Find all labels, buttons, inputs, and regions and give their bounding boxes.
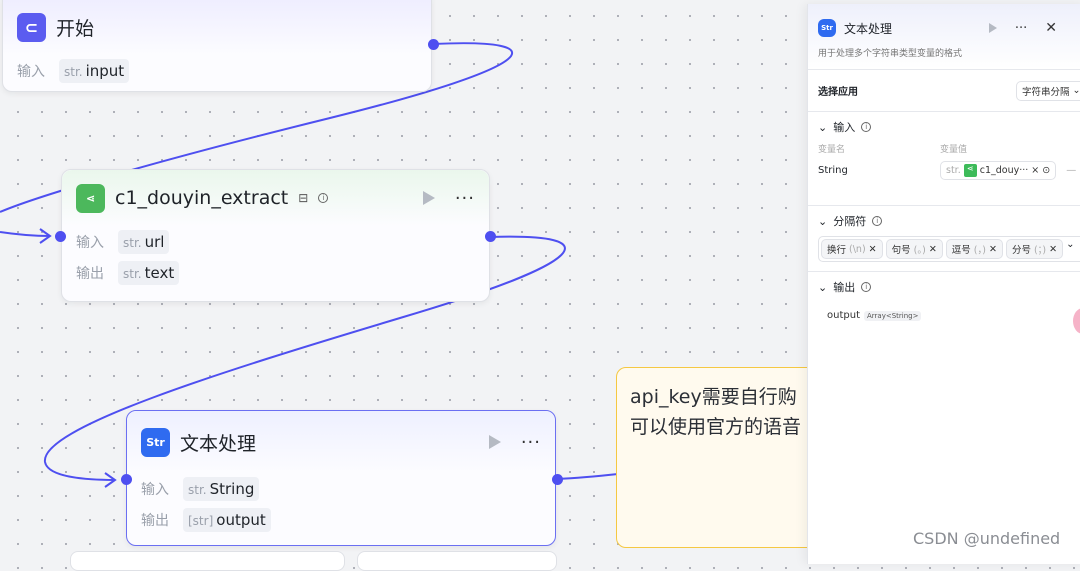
info-icon[interactable]: i	[861, 122, 872, 132]
separator-chip[interactable]: 句号(。)✕	[885, 239, 943, 259]
output-section-title: 输出	[833, 281, 856, 294]
separator-chip[interactable]: 逗号(，)✕	[945, 239, 1003, 259]
separator-select[interactable]: 换行(\n)✕ 句号(。)✕ 逗号(，)✕ 分号(；)✕ ⌄	[818, 236, 1080, 262]
edge-textproc-to-next	[556, 473, 619, 480]
output-label: 输出	[76, 265, 104, 282]
separator-chip[interactable]: 分号(；)✕	[1005, 239, 1064, 259]
chevron-down-icon[interactable]: ⌄	[818, 120, 828, 134]
close-icon[interactable]: ✕	[1045, 20, 1057, 36]
textproc-output-port[interactable]	[552, 474, 563, 485]
extract-output-port[interactable]	[485, 231, 496, 242]
arrow-head-icon	[104, 472, 117, 488]
edge-into-extract	[0, 231, 51, 237]
partial-node	[70, 551, 345, 571]
input-tag: str.url	[118, 229, 170, 254]
output-type-tag: Array<String>	[863, 310, 922, 321]
more-button[interactable]: ···	[520, 431, 541, 453]
chevron-down-icon[interactable]: ⌄	[1066, 239, 1075, 250]
info-icon[interactable]: i	[861, 282, 872, 292]
plugin-icon: ⋖	[963, 163, 977, 177]
extract-input-port[interactable]	[55, 231, 66, 242]
node-config-panel: Str 文本处理 ··· ✕ 用于处理多个字符串类型变量的格式 选择应用 字符串…	[807, 4, 1080, 564]
floating-button[interactable]	[1073, 308, 1080, 334]
node-title: c1_douyin_extract	[115, 187, 289, 209]
input-section-title: 输入	[833, 121, 856, 134]
info-icon[interactable]: i	[318, 193, 329, 203]
arrow-head-icon	[39, 228, 52, 244]
input-label: 输入	[17, 63, 45, 80]
str-icon: Str	[141, 427, 170, 457]
start-icon: ⊂	[17, 12, 46, 42]
var-name-header: 变量名	[818, 145, 846, 155]
textproc-input-port[interactable]	[121, 474, 132, 485]
separator-chip[interactable]: 换行(\n)✕	[821, 239, 883, 259]
run-button[interactable]	[422, 191, 435, 205]
more-button[interactable]: ···	[1014, 20, 1028, 36]
note-line: api_key需要自行购	[630, 386, 797, 408]
text-process-node[interactable]: Str 文本处理 ··· 输入 str.String 输出 [str]output	[126, 410, 556, 546]
node-title: 开始	[56, 17, 95, 40]
output-tag: [str]output	[183, 507, 271, 532]
watermark: CSDN @undefined	[913, 529, 1061, 548]
separator-section-title: 分隔符	[833, 215, 867, 228]
output-label: 输出	[141, 512, 169, 529]
var-name: String	[818, 164, 848, 176]
chevron-down-icon[interactable]: ⌄	[818, 280, 828, 294]
info-icon[interactable]: i	[872, 216, 883, 226]
plugin-icon: ⋖	[76, 183, 105, 213]
inbox-icon: ⊟	[298, 191, 309, 205]
target-icon: ⊙	[1042, 164, 1051, 176]
input-label: 输入	[76, 234, 104, 251]
output-tag: str.text	[118, 260, 180, 285]
str-icon: Str	[818, 19, 836, 37]
edge-extract-to-textproc	[43, 235, 566, 481]
partial-node	[357, 551, 557, 571]
remove-icon[interactable]: —	[1066, 164, 1077, 176]
panel-description: 用于处理多个字符串类型变量的格式	[818, 49, 963, 59]
run-button[interactable]	[488, 435, 501, 449]
chevron-down-icon[interactable]: ⌄	[818, 214, 828, 228]
start-node[interactable]: ⊂ 开始 输入 str.input	[2, 0, 432, 92]
note-card[interactable]: api_key需要自行购 可以使用官方的语音	[616, 367, 836, 548]
chevron-down-icon: ⌄	[1072, 85, 1080, 96]
input-tag: str.input	[59, 58, 130, 83]
output-name: output	[827, 310, 860, 321]
run-button[interactable]	[988, 23, 997, 33]
input-label: 输入	[141, 481, 169, 498]
start-output-port[interactable]	[428, 39, 439, 50]
panel-title: 文本处理	[844, 21, 893, 36]
note-line: 可以使用官方的语音	[630, 416, 802, 438]
select-app-label: 选择应用	[818, 87, 858, 98]
extract-node[interactable]: ⋖ c1_douyin_extract ⊟ i ··· 输入 str.url 输出…	[61, 169, 490, 302]
more-button[interactable]: ···	[454, 187, 475, 209]
var-value-input[interactable]: str.⋖c1_douy···×⊙	[940, 160, 1057, 180]
var-value-header: 变量值	[940, 145, 968, 155]
node-title: 文本处理	[180, 432, 257, 455]
select-app-dropdown[interactable]: 字符串分隔⌄	[1016, 80, 1080, 101]
input-tag: str.String	[183, 476, 260, 501]
